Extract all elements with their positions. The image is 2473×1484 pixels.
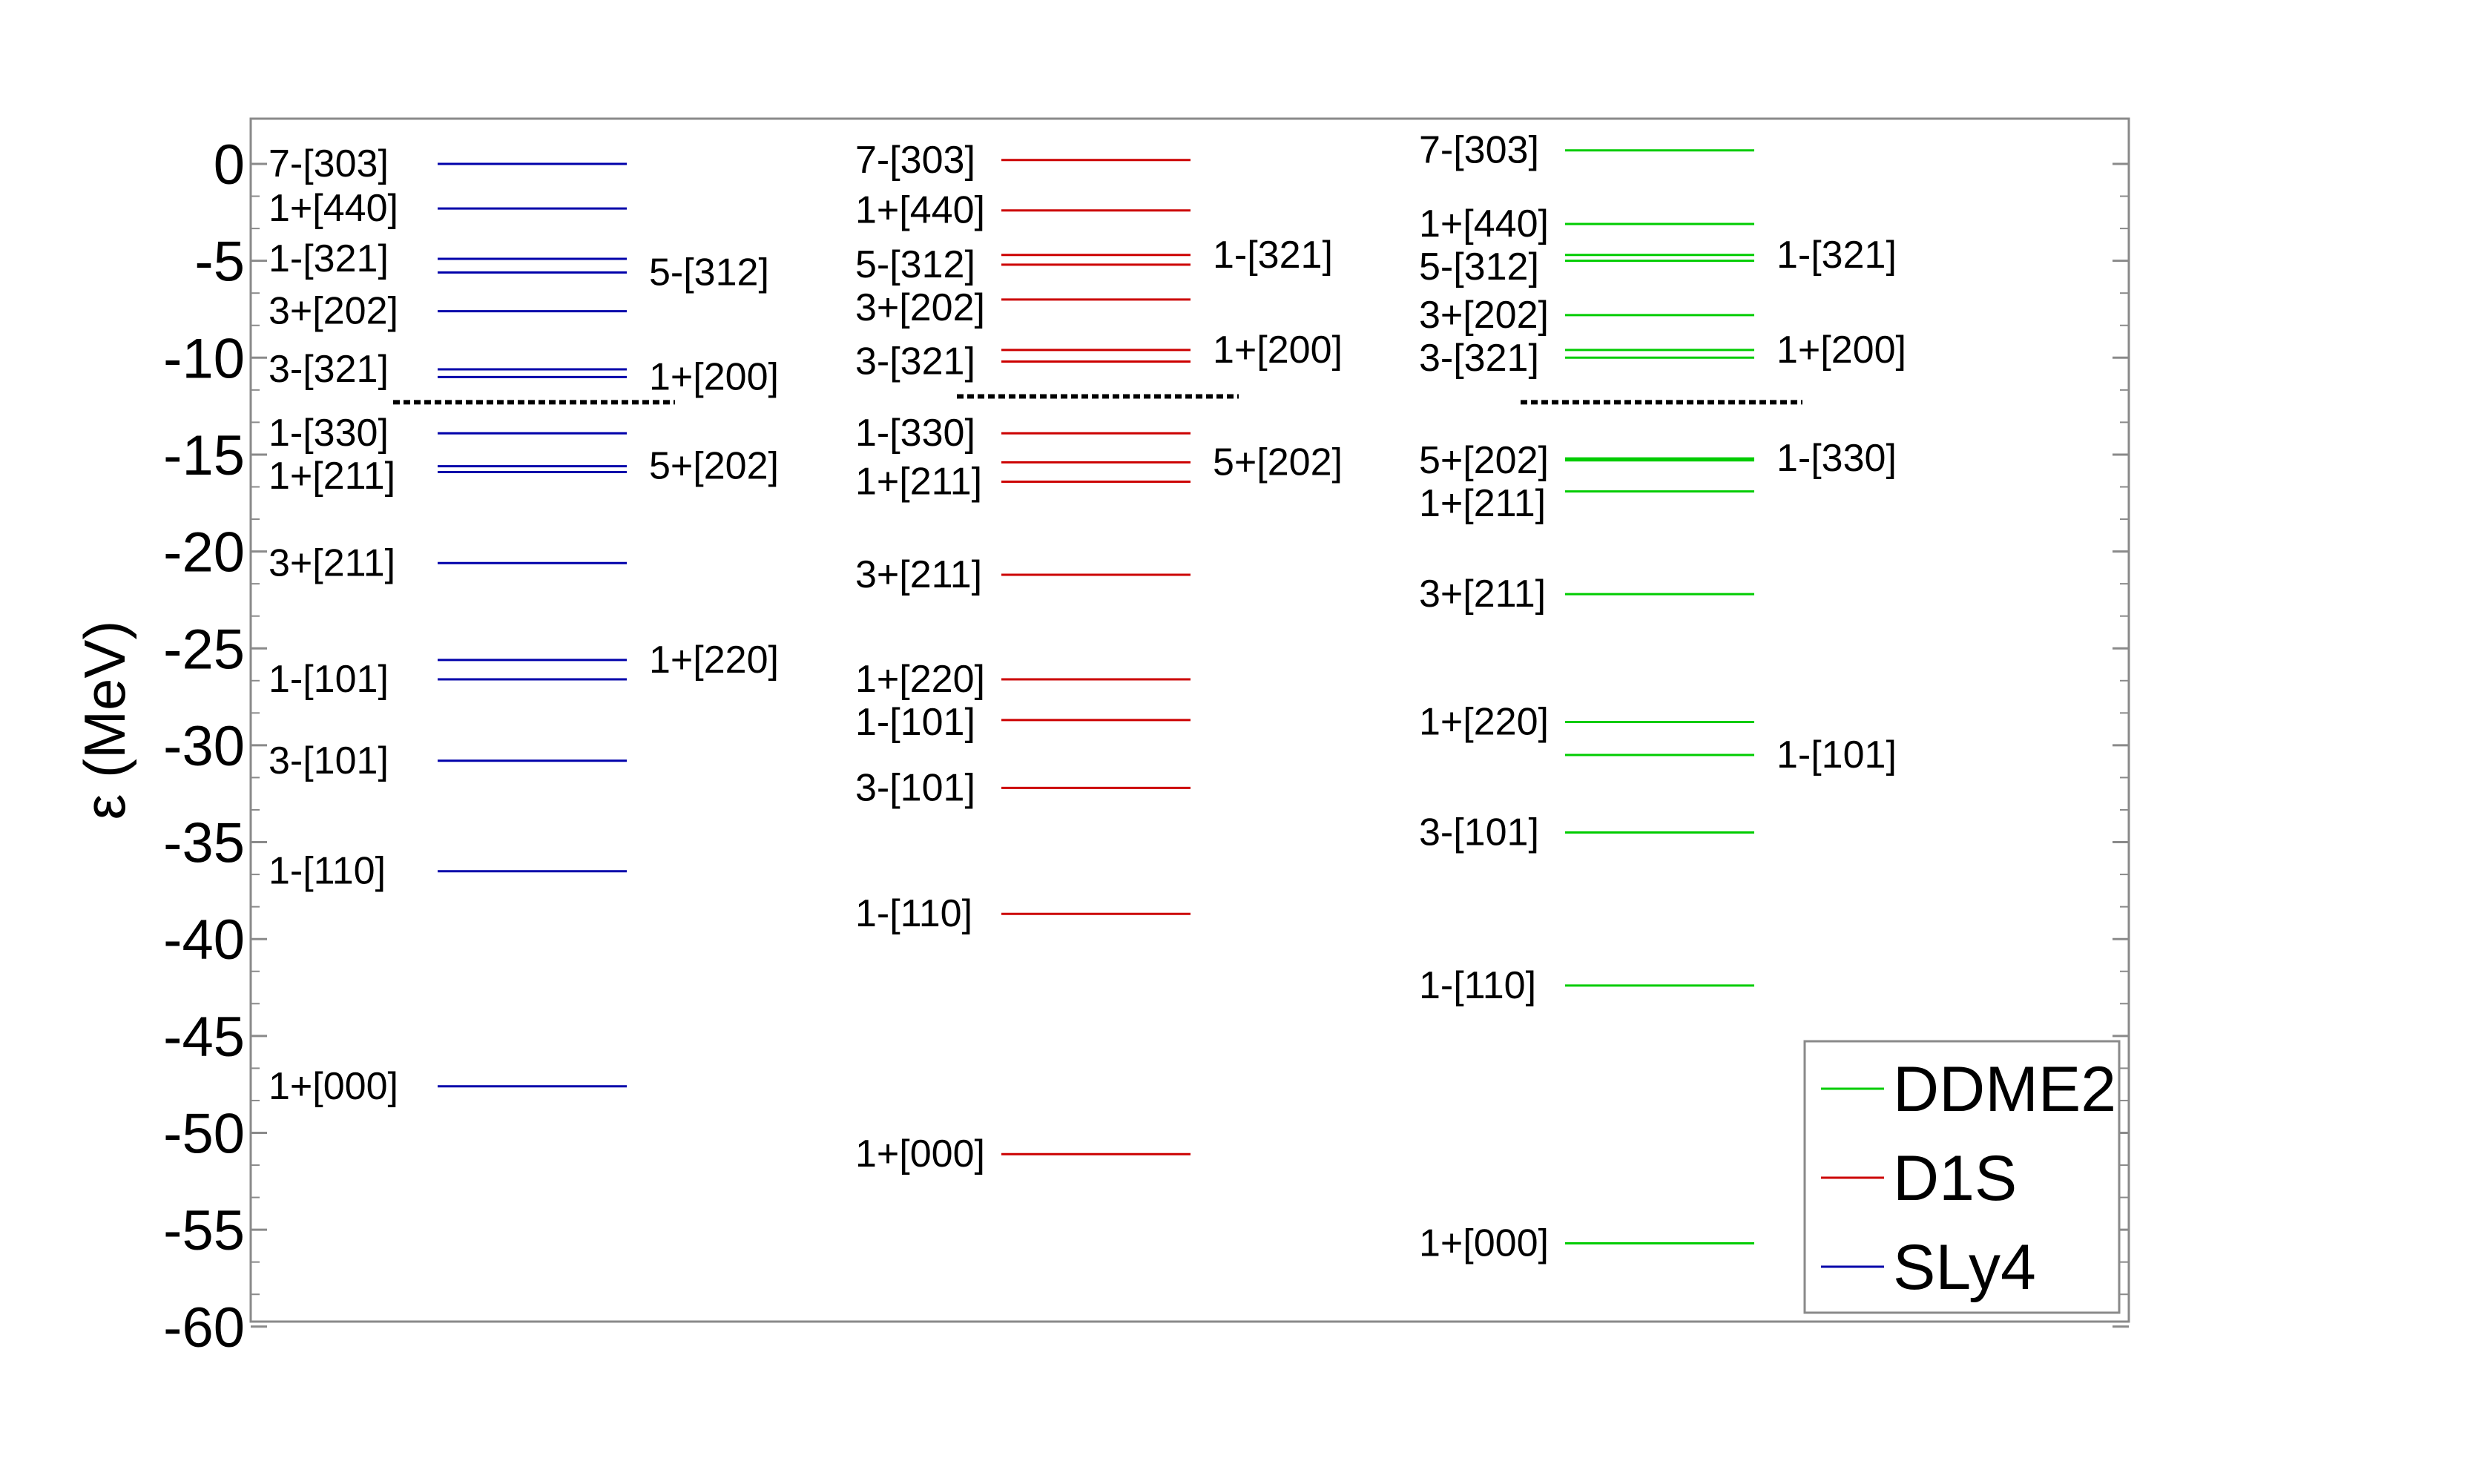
level-lines	[438, 149, 1754, 1244]
level-label: 1+[200]	[649, 355, 779, 398]
level-label: 1+[200]	[1776, 329, 1906, 372]
level-label: 3-[101]	[1419, 811, 1539, 854]
level-label: 1-[101]	[1776, 733, 1897, 776]
level-label: 1-[330]	[269, 412, 389, 455]
y-tick-label: -35	[163, 812, 245, 875]
y-tick-label: -10	[163, 327, 245, 390]
level-label: 7-[303]	[855, 139, 975, 182]
level-label: 1-[110]	[269, 850, 386, 893]
level-label: 1-[321]	[269, 237, 389, 280]
level-label: 1+[000]	[269, 1065, 398, 1108]
y-tick-label: -15	[163, 424, 245, 487]
level-label: 1+[000]	[855, 1132, 985, 1175]
y-tick-label: 0	[214, 133, 245, 197]
y-tick-label: -30	[163, 715, 245, 778]
level-label: 1-[101]	[855, 701, 975, 744]
level-label: 1-[321]	[1776, 234, 1897, 277]
level-label: 5-[312]	[649, 251, 769, 294]
level-label: 1-[321]	[1213, 234, 1333, 277]
y-tick-label: -60	[163, 1296, 245, 1359]
legend-label: D1S	[1893, 1143, 2017, 1214]
legend-label: SLy4	[1893, 1232, 2036, 1303]
level-label: 3+[211]	[1419, 573, 1546, 616]
fermi-level-lines	[393, 394, 1802, 405]
y-axis-tick-labels: 0 -5 -10 -15 -20 -25 -30 -35 -40 -45 -50 -55 -60	[163, 133, 245, 1359]
level-label: 5-[312]	[855, 243, 975, 286]
level-label: 1+[000]	[1419, 1221, 1549, 1264]
level-label: 5+[202]	[649, 445, 779, 488]
level-label: 1-[330]	[855, 412, 975, 455]
level-label: 1+[220]	[1419, 701, 1549, 744]
level-label: 1-[110]	[1419, 964, 1536, 1007]
y-axis-ticks	[251, 162, 2129, 1328]
level-label: 1+[200]	[1213, 329, 1343, 372]
y-tick-label: -5	[194, 231, 245, 294]
level-label: 3-[321]	[1419, 337, 1539, 380]
level-label: 5+[202]	[1419, 439, 1549, 482]
level-label: 7-[303]	[1419, 129, 1539, 172]
level-label: 1+[211]	[269, 455, 395, 498]
level-label: 3+[202]	[269, 290, 398, 333]
level-label: 1-[330]	[1776, 437, 1897, 480]
y-tick-label: -55	[163, 1199, 245, 1262]
level-label: 3-[101]	[269, 739, 389, 782]
y-tick-label: -45	[163, 1006, 245, 1069]
y-tick-label: -40	[163, 908, 245, 972]
y-tick-label: -50	[163, 1103, 245, 1166]
level-label: 3+[211]	[855, 553, 982, 596]
level-label: 1-[101]	[269, 658, 389, 701]
y-tick-label: -20	[163, 521, 245, 584]
legend-label: DDME2	[1893, 1054, 2116, 1125]
y-axis-title: ε (MeV)	[72, 621, 137, 820]
level-label: 3+[202]	[1419, 294, 1549, 337]
level-label: 5+[202]	[1213, 441, 1343, 484]
level-label: 1+[440]	[269, 187, 398, 230]
level-label: 5-[312]	[1419, 245, 1539, 288]
level-label: 1+[211]	[1419, 482, 1546, 525]
level-label: 7-[303]	[269, 142, 389, 185]
level-label: 1-[110]	[855, 892, 972, 935]
level-labels: 7-[303]1+[440]1-[321]3+[202]3-[321]1-[33…	[269, 129, 1906, 1265]
level-label: 3+[211]	[269, 541, 395, 584]
level-label: 1+[211]	[855, 461, 982, 504]
level-label: 3-[321]	[855, 340, 975, 383]
level-label: 1+[220]	[855, 658, 985, 701]
level-label: 3-[101]	[855, 766, 975, 809]
level-label: 1+[440]	[855, 189, 985, 232]
level-label: 3-[321]	[269, 348, 389, 391]
y-tick-label: -25	[163, 618, 245, 681]
level-label: 1+[440]	[1419, 202, 1549, 245]
level-label: 1+[220]	[649, 639, 779, 682]
level-label: 3+[202]	[855, 286, 985, 329]
